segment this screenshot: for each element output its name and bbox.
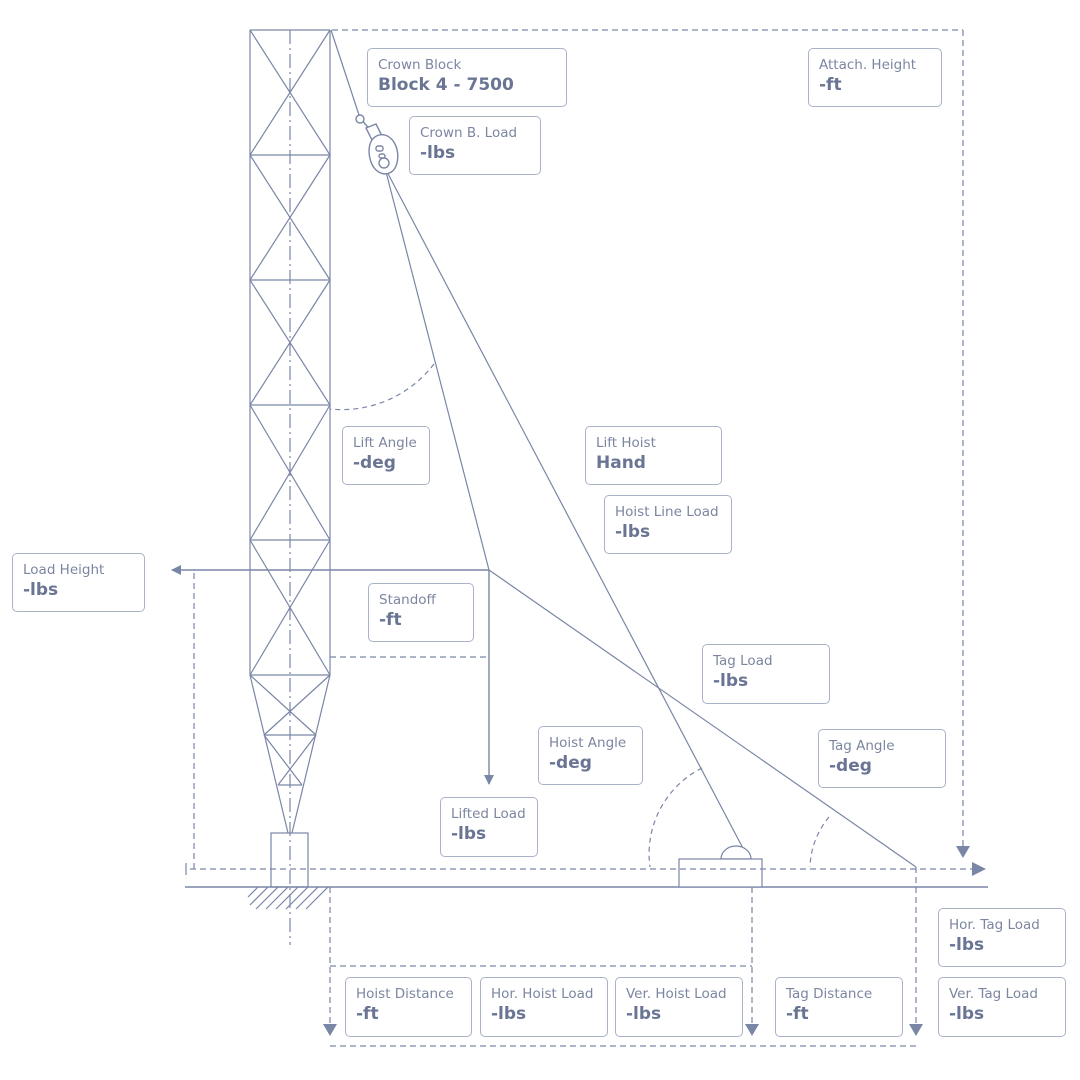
hor-hoist-load-label: Hor. Hoist Load -lbs — [480, 977, 608, 1037]
standoff-title: Standoff — [379, 592, 436, 608]
crown-block-value: Block 4 - 7500 — [378, 75, 514, 95]
attach-height-value: -ft — [819, 75, 842, 95]
hor-hoist-load-title: Hor. Hoist Load — [491, 986, 594, 1002]
tag-line — [488, 569, 917, 868]
hoist-distance-title: Hoist Distance — [356, 986, 454, 1002]
ver-tag-load-label: Ver. Tag Load -lbs — [938, 977, 1066, 1037]
hoist-angle-value: -deg — [549, 753, 592, 773]
lifted-load-label: Lifted Load -lbs — [440, 797, 538, 857]
crown-block-icon — [355, 114, 399, 175]
hor-tag-load-title: Hor. Tag Load — [949, 917, 1040, 933]
tag-angle-label: Tag Angle -deg — [818, 729, 946, 788]
hoist-distance-label: Hoist Distance -ft — [345, 977, 472, 1037]
angle-arcs — [329, 363, 830, 868]
lift-angle-label: Lift Angle -deg — [342, 426, 430, 485]
dimension-arrowheads — [323, 846, 986, 1036]
ver-tag-load-title: Ver. Tag Load — [949, 986, 1038, 1002]
lifted-load-title: Lifted Load — [451, 806, 526, 822]
lift-angle-value: -deg — [353, 453, 396, 473]
ver-hoist-load-value: -lbs — [626, 1004, 662, 1024]
tag-distance-label: Tag Distance -ft — [775, 977, 903, 1037]
tag-load-value: -lbs — [713, 671, 749, 691]
attach-height-title: Attach. Height — [819, 57, 917, 73]
hor-hoist-load-value: -lbs — [491, 1004, 527, 1024]
hoist-angle-title: Hoist Angle — [549, 735, 627, 751]
hoist-line-load-title: Hoist Line Load — [615, 504, 719, 520]
ground-hatching — [247, 886, 329, 910]
standoff-value: -ft — [379, 610, 402, 630]
hor-tag-load-label: Hor. Tag Load -lbs — [938, 908, 1066, 967]
lift-hoist-title: Lift Hoist — [596, 435, 656, 451]
crown-block-label: Crown Block Block 4 - 7500 — [367, 48, 567, 107]
tag-angle-title: Tag Angle — [829, 738, 895, 754]
hoist-line — [384, 167, 747, 855]
ver-tag-load-value: -lbs — [949, 1004, 985, 1024]
hoist-distance-value: -ft — [356, 1004, 379, 1024]
hand-hoist-icon — [678, 845, 763, 888]
hoist-line-load-label: Hoist Line Load -lbs — [604, 495, 732, 554]
load-height-value: -lbs — [23, 580, 59, 600]
lift-hoist-value: Hand — [596, 453, 646, 473]
attach-height-label: Attach. Height -ft — [808, 48, 942, 107]
hoist-line-load-value: -lbs — [615, 522, 651, 542]
crown-block-load-title: Crown B. Load — [420, 125, 518, 141]
crown-block-load-label: Crown B. Load -lbs — [409, 116, 541, 175]
crown-block-load-value: -lbs — [420, 143, 456, 163]
lifted-load-value: -lbs — [451, 824, 487, 844]
standoff-label: Standoff -ft — [368, 583, 474, 642]
tag-load-label: Tag Load -lbs — [702, 644, 830, 704]
tag-load-title: Tag Load — [713, 653, 773, 669]
lift-angle-title: Lift Angle — [353, 435, 417, 451]
hoist-angle-label: Hoist Angle -deg — [538, 726, 643, 785]
load-height-title: Load Height — [23, 562, 105, 578]
dimension-lines — [190, 29, 972, 1047]
tag-distance-value: -ft — [786, 1004, 809, 1024]
lift-line — [384, 167, 490, 571]
tag-distance-title: Tag Distance — [786, 986, 873, 1002]
ver-hoist-load-label: Ver. Hoist Load -lbs — [615, 977, 743, 1037]
crown-block-title: Crown Block — [378, 57, 462, 73]
ver-hoist-load-title: Ver. Hoist Load — [626, 986, 727, 1002]
tag-angle-value: -deg — [829, 756, 872, 776]
lift-hoist-label: Lift Hoist Hand — [585, 426, 722, 485]
hor-tag-load-value: -lbs — [949, 935, 985, 955]
crown-to-block-line — [330, 29, 361, 119]
load-height-label: Load Height -lbs — [12, 553, 145, 612]
